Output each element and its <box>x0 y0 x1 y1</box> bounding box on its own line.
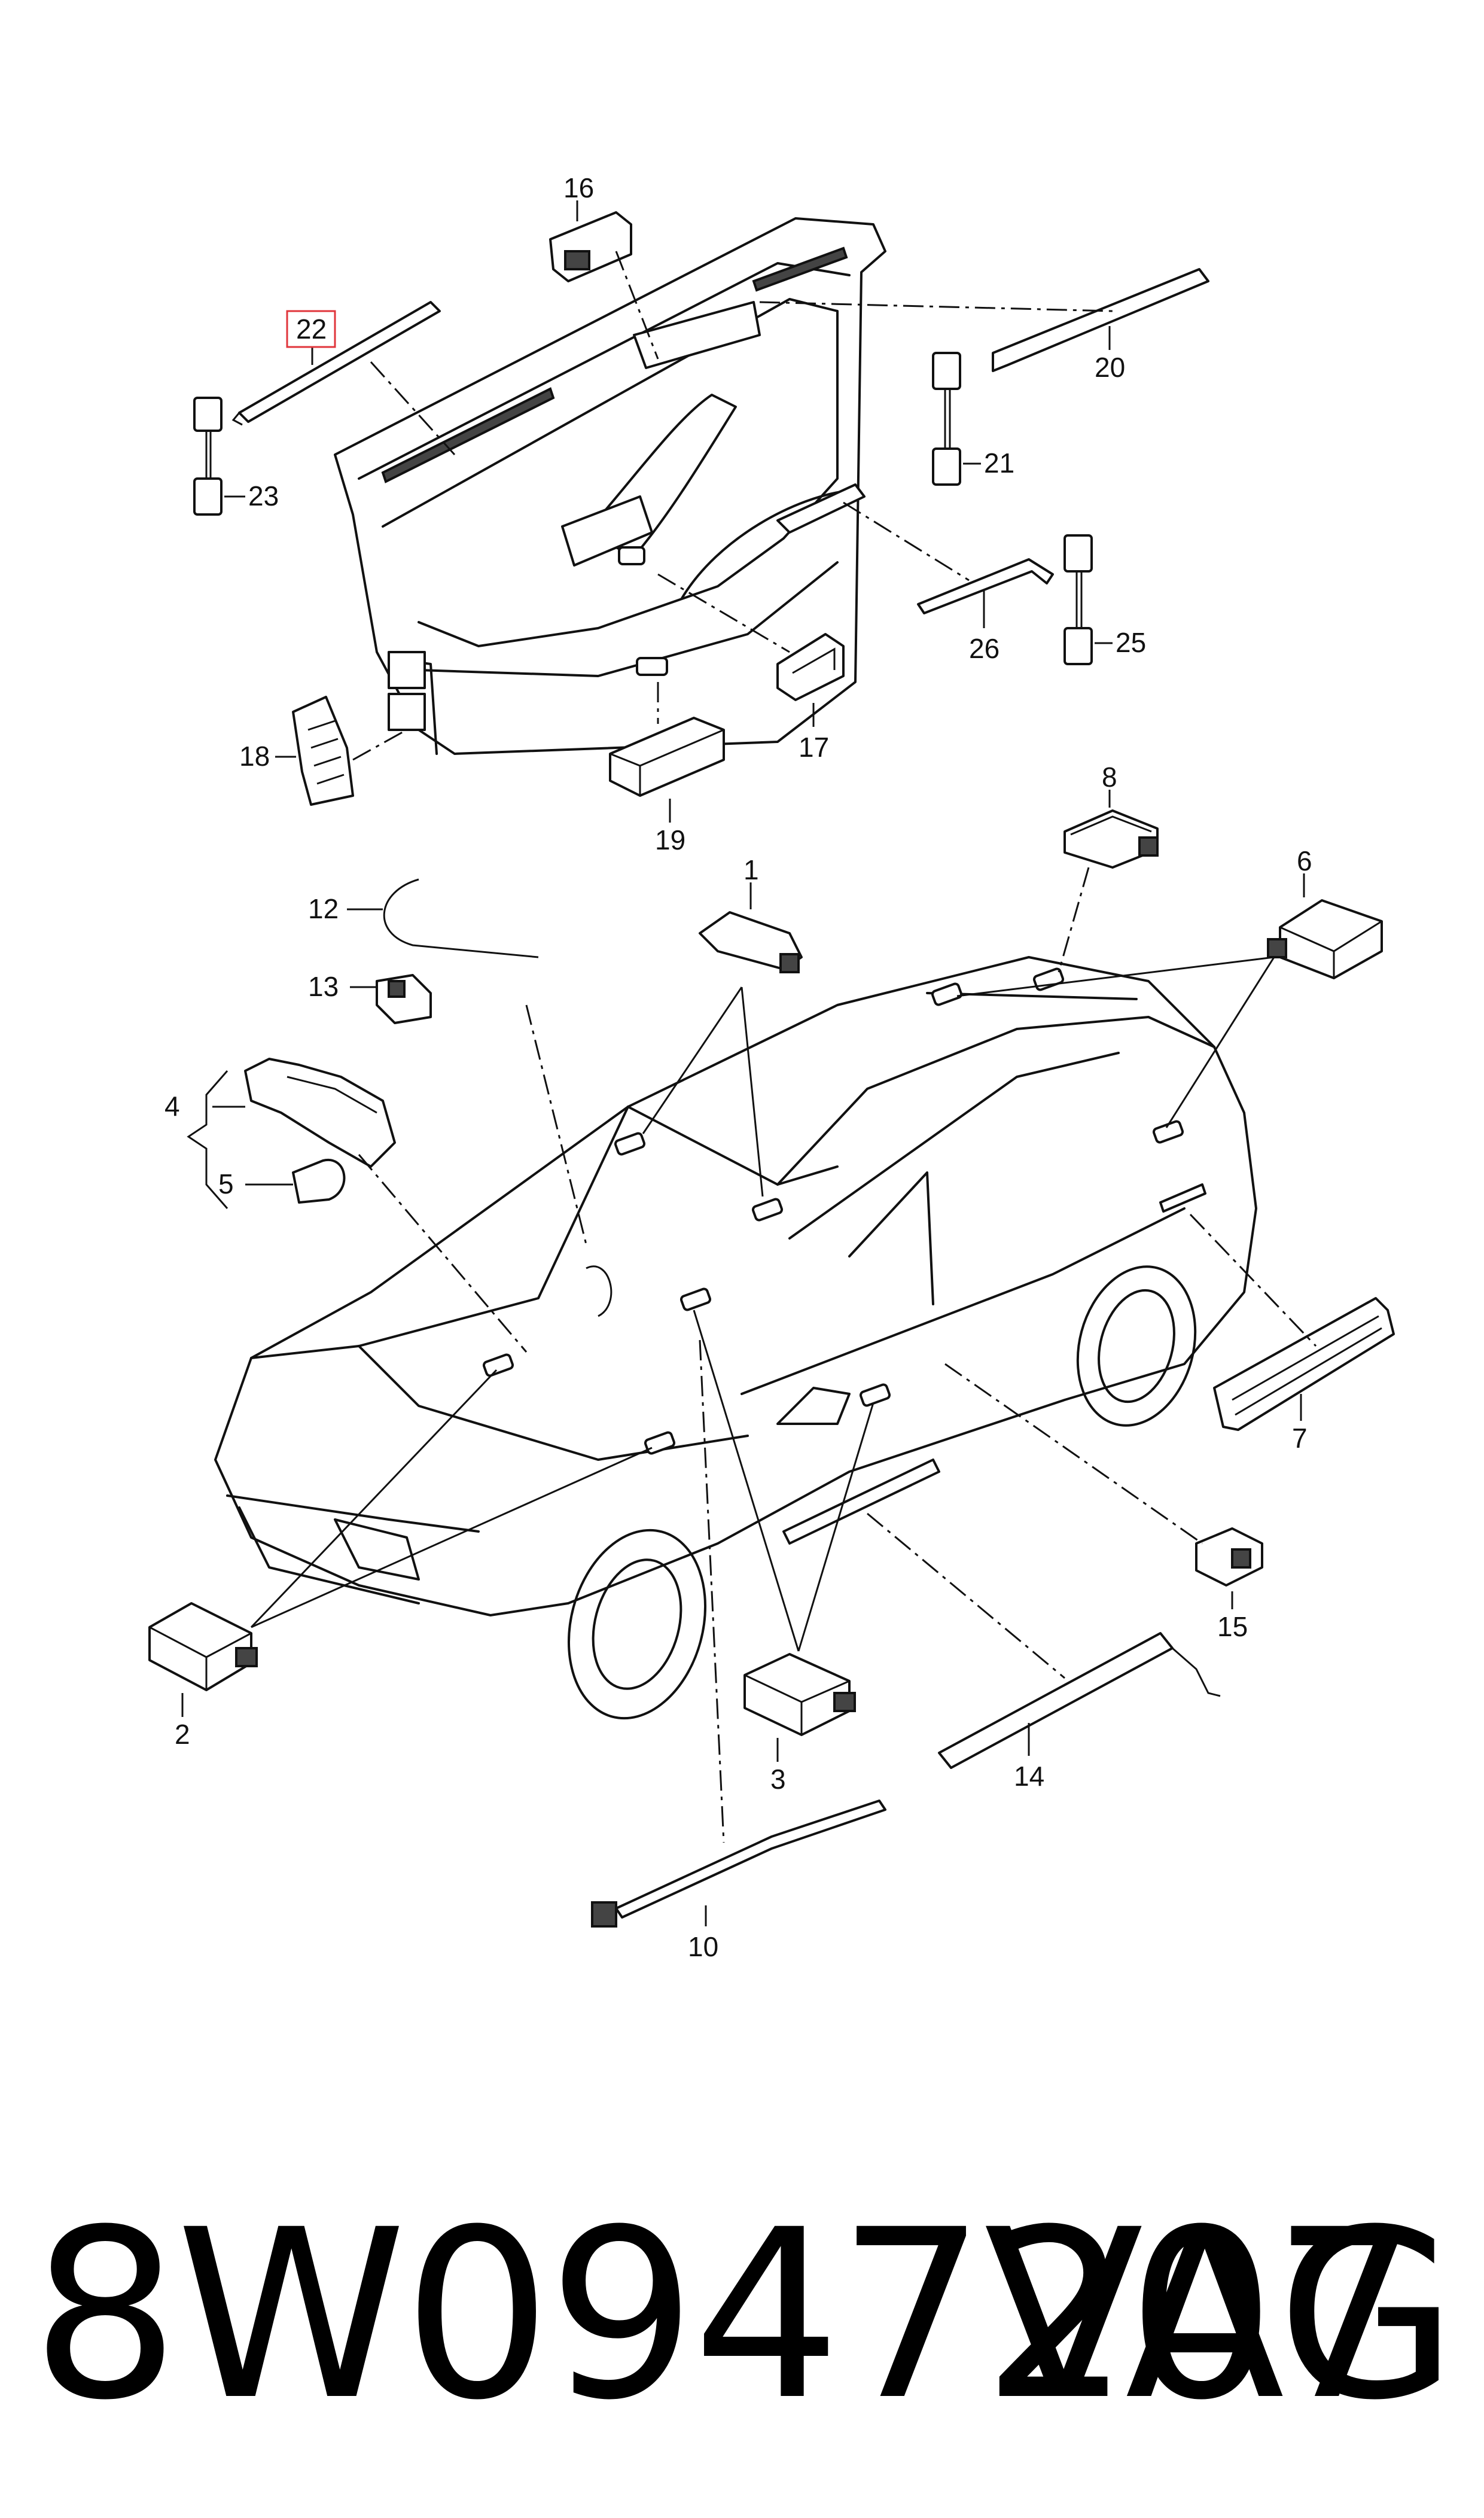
callout-4: 4 <box>164 1091 180 1122</box>
part-2-lamp <box>148 1369 653 1717</box>
part-1-lamp <box>642 882 803 1197</box>
callout-17: 17 <box>799 732 829 763</box>
callout-labels: 16 22 20 21 23 26 25 17 18 19 8 1 6 12 1… <box>164 172 1312 1962</box>
callout-19: 19 <box>655 824 685 855</box>
part-7-door-light <box>1189 1213 1395 1431</box>
part-17-lamp <box>657 573 845 727</box>
part-23-connector-wire <box>193 397 245 516</box>
callout-7: 7 <box>1292 1423 1308 1454</box>
callout-21: 21 <box>984 447 1014 479</box>
part-16-switch-module <box>549 200 659 360</box>
part-15-lamp <box>944 1363 1263 1609</box>
part-8-light-module <box>1058 790 1159 973</box>
part-4-lamp-assembly <box>187 1058 528 1353</box>
part-25-connector-wire <box>1064 534 1113 665</box>
callout-12: 12 <box>308 893 339 924</box>
part-number: 8W0947207 <box>31 2179 1421 2451</box>
callout-8: 8 <box>1102 762 1117 793</box>
callout-1: 1 <box>743 854 759 885</box>
part-14-sill-light <box>867 1512 1221 1769</box>
part-20-light-guide <box>759 268 1209 372</box>
part-18-door-light <box>275 696 407 806</box>
callout-5: 5 <box>218 1168 234 1199</box>
brand-label: VAG <box>984 2179 1458 2451</box>
callout-16: 16 <box>563 172 594 203</box>
callout-3: 3 <box>770 1764 786 1795</box>
callout-6: 6 <box>1297 845 1312 876</box>
callout-26: 26 <box>969 633 1000 664</box>
callout-2: 2 <box>175 1719 190 1750</box>
callout-23: 23 <box>248 480 279 511</box>
callout-20: 20 <box>1095 352 1125 383</box>
part-21-connector-wire <box>932 352 981 486</box>
car-body <box>214 956 1257 1720</box>
callout-22: 22 <box>296 313 327 345</box>
callout-15: 15 <box>1217 1611 1248 1642</box>
part-22-light-strip <box>231 301 456 456</box>
callout-22-highlight-box <box>286 310 336 348</box>
parts-diagram: 16 22 20 21 23 26 25 17 18 19 8 1 6 12 1… <box>148 172 1395 1962</box>
part-13-connector <box>350 974 432 1024</box>
part-19-lamp <box>609 682 725 823</box>
callout-18: 18 <box>239 741 270 772</box>
part-10-light-strip <box>591 1339 886 1928</box>
callout-14: 14 <box>1014 1761 1044 1792</box>
part-5-bulb <box>245 1158 346 1204</box>
part-3-lamp <box>693 1310 874 1762</box>
callout-25: 25 <box>1116 627 1146 658</box>
part-26-light-guide <box>843 501 1054 628</box>
callout-13: 13 <box>308 971 339 1002</box>
callout-10: 10 <box>688 1931 718 1962</box>
footer: 8W0947207 VAG <box>0 2190 1484 2441</box>
part-6-lamp <box>956 873 1383 1128</box>
door-trim-panel <box>334 217 886 755</box>
part-12-light-guide <box>347 878 613 1317</box>
